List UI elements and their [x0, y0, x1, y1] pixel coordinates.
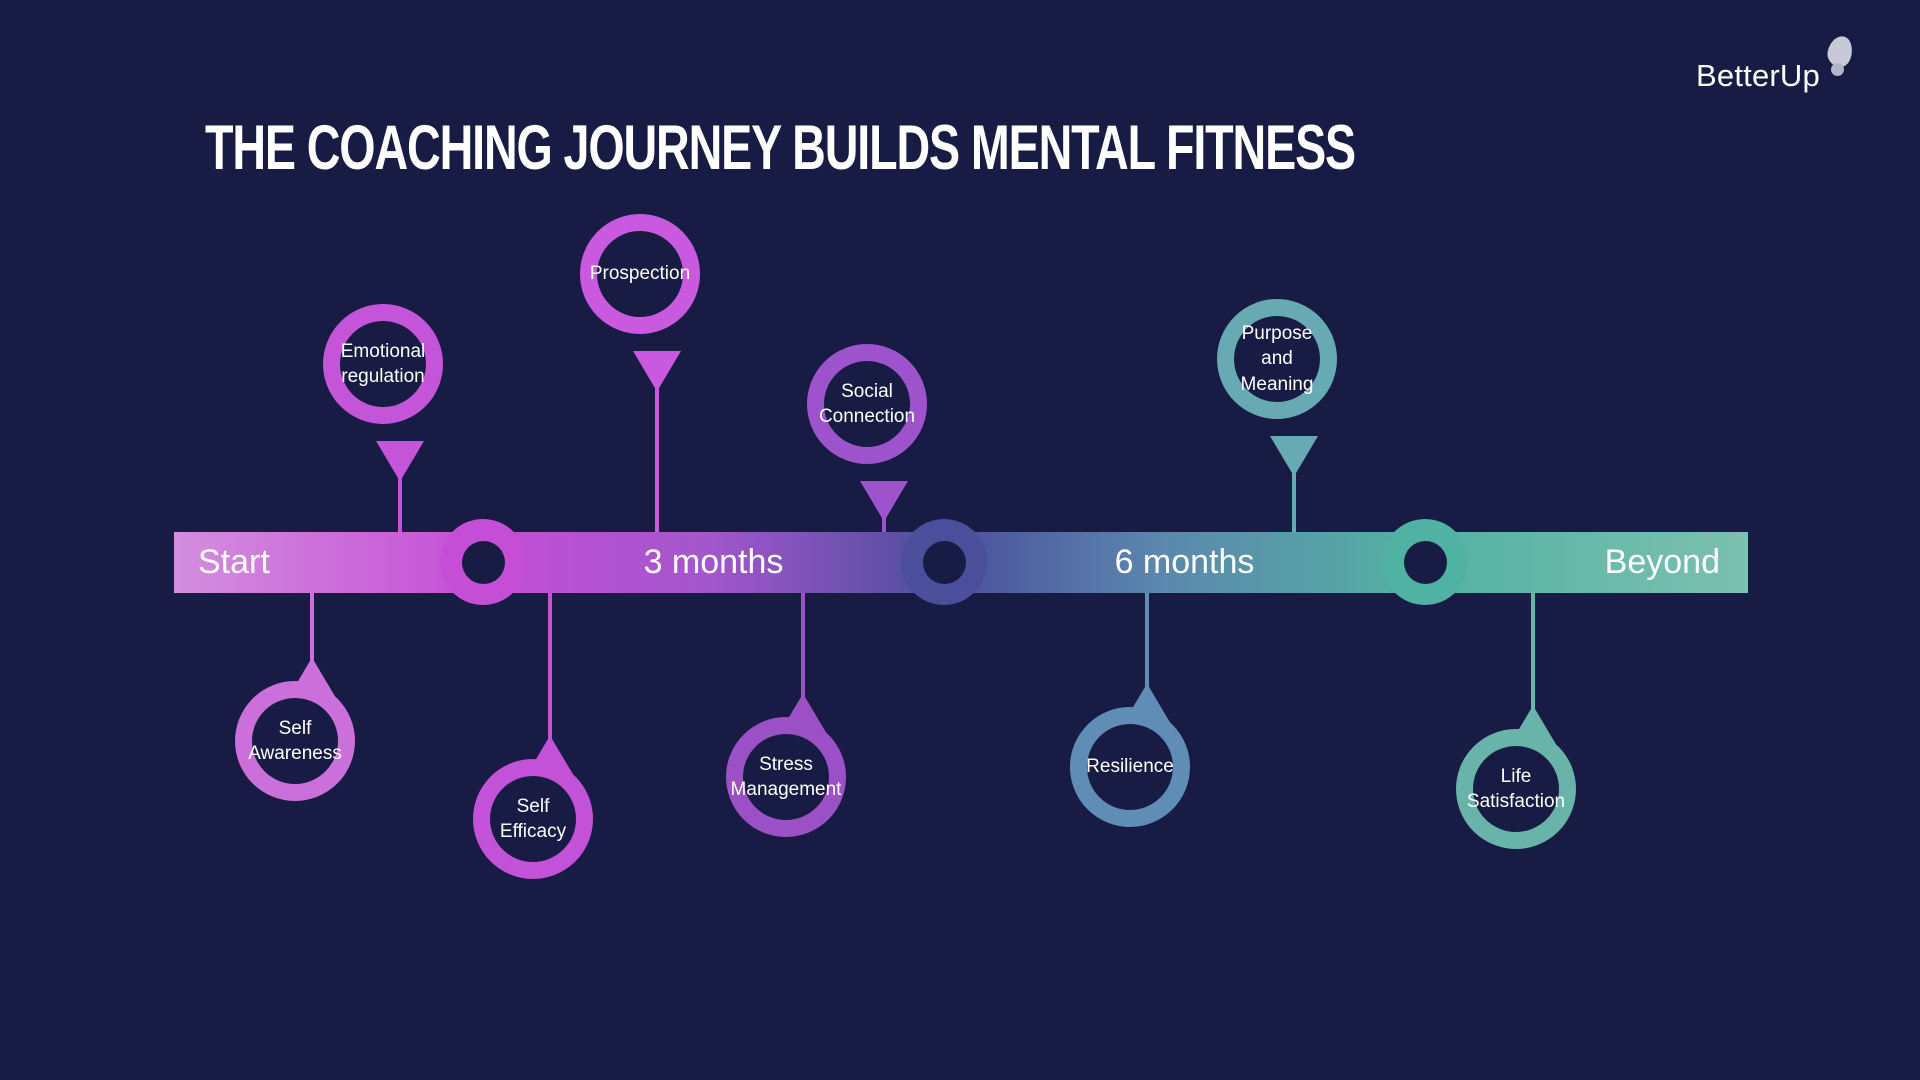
- milestone-circle: Emotional regulation: [323, 304, 443, 424]
- betterup-footprint-dot-icon: [1831, 63, 1844, 76]
- milestone-label: Self Awareness: [248, 717, 342, 764]
- stage-label-beyond: Beyond: [1425, 532, 1720, 593]
- connector-line: [882, 515, 886, 532]
- connector-line: [548, 593, 552, 742]
- pointer-tail: [1270, 436, 1318, 474]
- stage-label-start: Start: [198, 532, 458, 593]
- connector-line: [655, 385, 659, 532]
- milestone-label: Self Efficacy: [499, 795, 567, 842]
- milestone-circle: Stress Management: [726, 717, 846, 837]
- pointer-tail: [860, 481, 908, 519]
- milestone-circle: Prospection: [580, 214, 700, 334]
- pointer-tail: [633, 351, 681, 389]
- connector-line: [801, 593, 805, 700]
- milestone-label: Life Satisfaction: [1466, 765, 1566, 812]
- milestone-circle: Resilience: [1070, 707, 1190, 827]
- connector-line: [310, 593, 314, 664]
- milestone-label: Resilience: [1086, 756, 1174, 778]
- timeline-node-1-hole: [461, 540, 505, 584]
- pointer-tail: [526, 738, 574, 776]
- betterup-logo: BetterUp: [1690, 30, 1870, 100]
- stage-label-3-months: 3 months: [483, 532, 944, 593]
- pointer-tail: [779, 696, 827, 734]
- timeline-node-2-hole: [922, 540, 966, 584]
- milestone-circle: Self Efficacy: [473, 759, 593, 879]
- stage-label-3-months-text: 3 months: [643, 543, 784, 581]
- connector-line: [1292, 470, 1296, 532]
- milestone-circle: Self Awareness: [235, 681, 355, 801]
- stage-label-beyond-text: Beyond: [1604, 543, 1720, 581]
- milestone-label: Stress Management: [730, 753, 842, 800]
- milestone-label: Purpose and Meaning: [1240, 323, 1314, 395]
- connector-line: [1145, 593, 1149, 690]
- milestone-circle: Social Connection: [807, 344, 927, 464]
- pointer-tail: [376, 441, 424, 479]
- timeline-node-3: [1382, 519, 1468, 605]
- milestone-circle: Purpose and Meaning: [1217, 299, 1337, 419]
- timeline-node-1: [440, 519, 526, 605]
- betterup-logo-text: BetterUp: [1696, 58, 1820, 93]
- pointer-tail: [1509, 708, 1557, 746]
- stage-label-start-text: Start: [198, 543, 270, 581]
- milestone-label: Emotional regulation: [340, 340, 426, 387]
- pointer-tail: [1123, 686, 1171, 724]
- timeline-node-3-hole: [1403, 540, 1447, 584]
- milestone-label: Prospection: [589, 263, 691, 285]
- connector-line: [1531, 593, 1535, 712]
- milestone-circle: Life Satisfaction: [1456, 729, 1576, 849]
- milestone-label: Social Connection: [818, 380, 916, 427]
- stage-label-6-months: 6 months: [944, 532, 1425, 593]
- pointer-tail: [288, 660, 336, 698]
- page-title: THE COACHING JOURNEY BUILDS MENTAL FITNE…: [205, 113, 1356, 183]
- stage-label-6-months-text: 6 months: [1114, 543, 1255, 581]
- timeline-node-2: [901, 519, 987, 605]
- connector-line: [398, 475, 402, 532]
